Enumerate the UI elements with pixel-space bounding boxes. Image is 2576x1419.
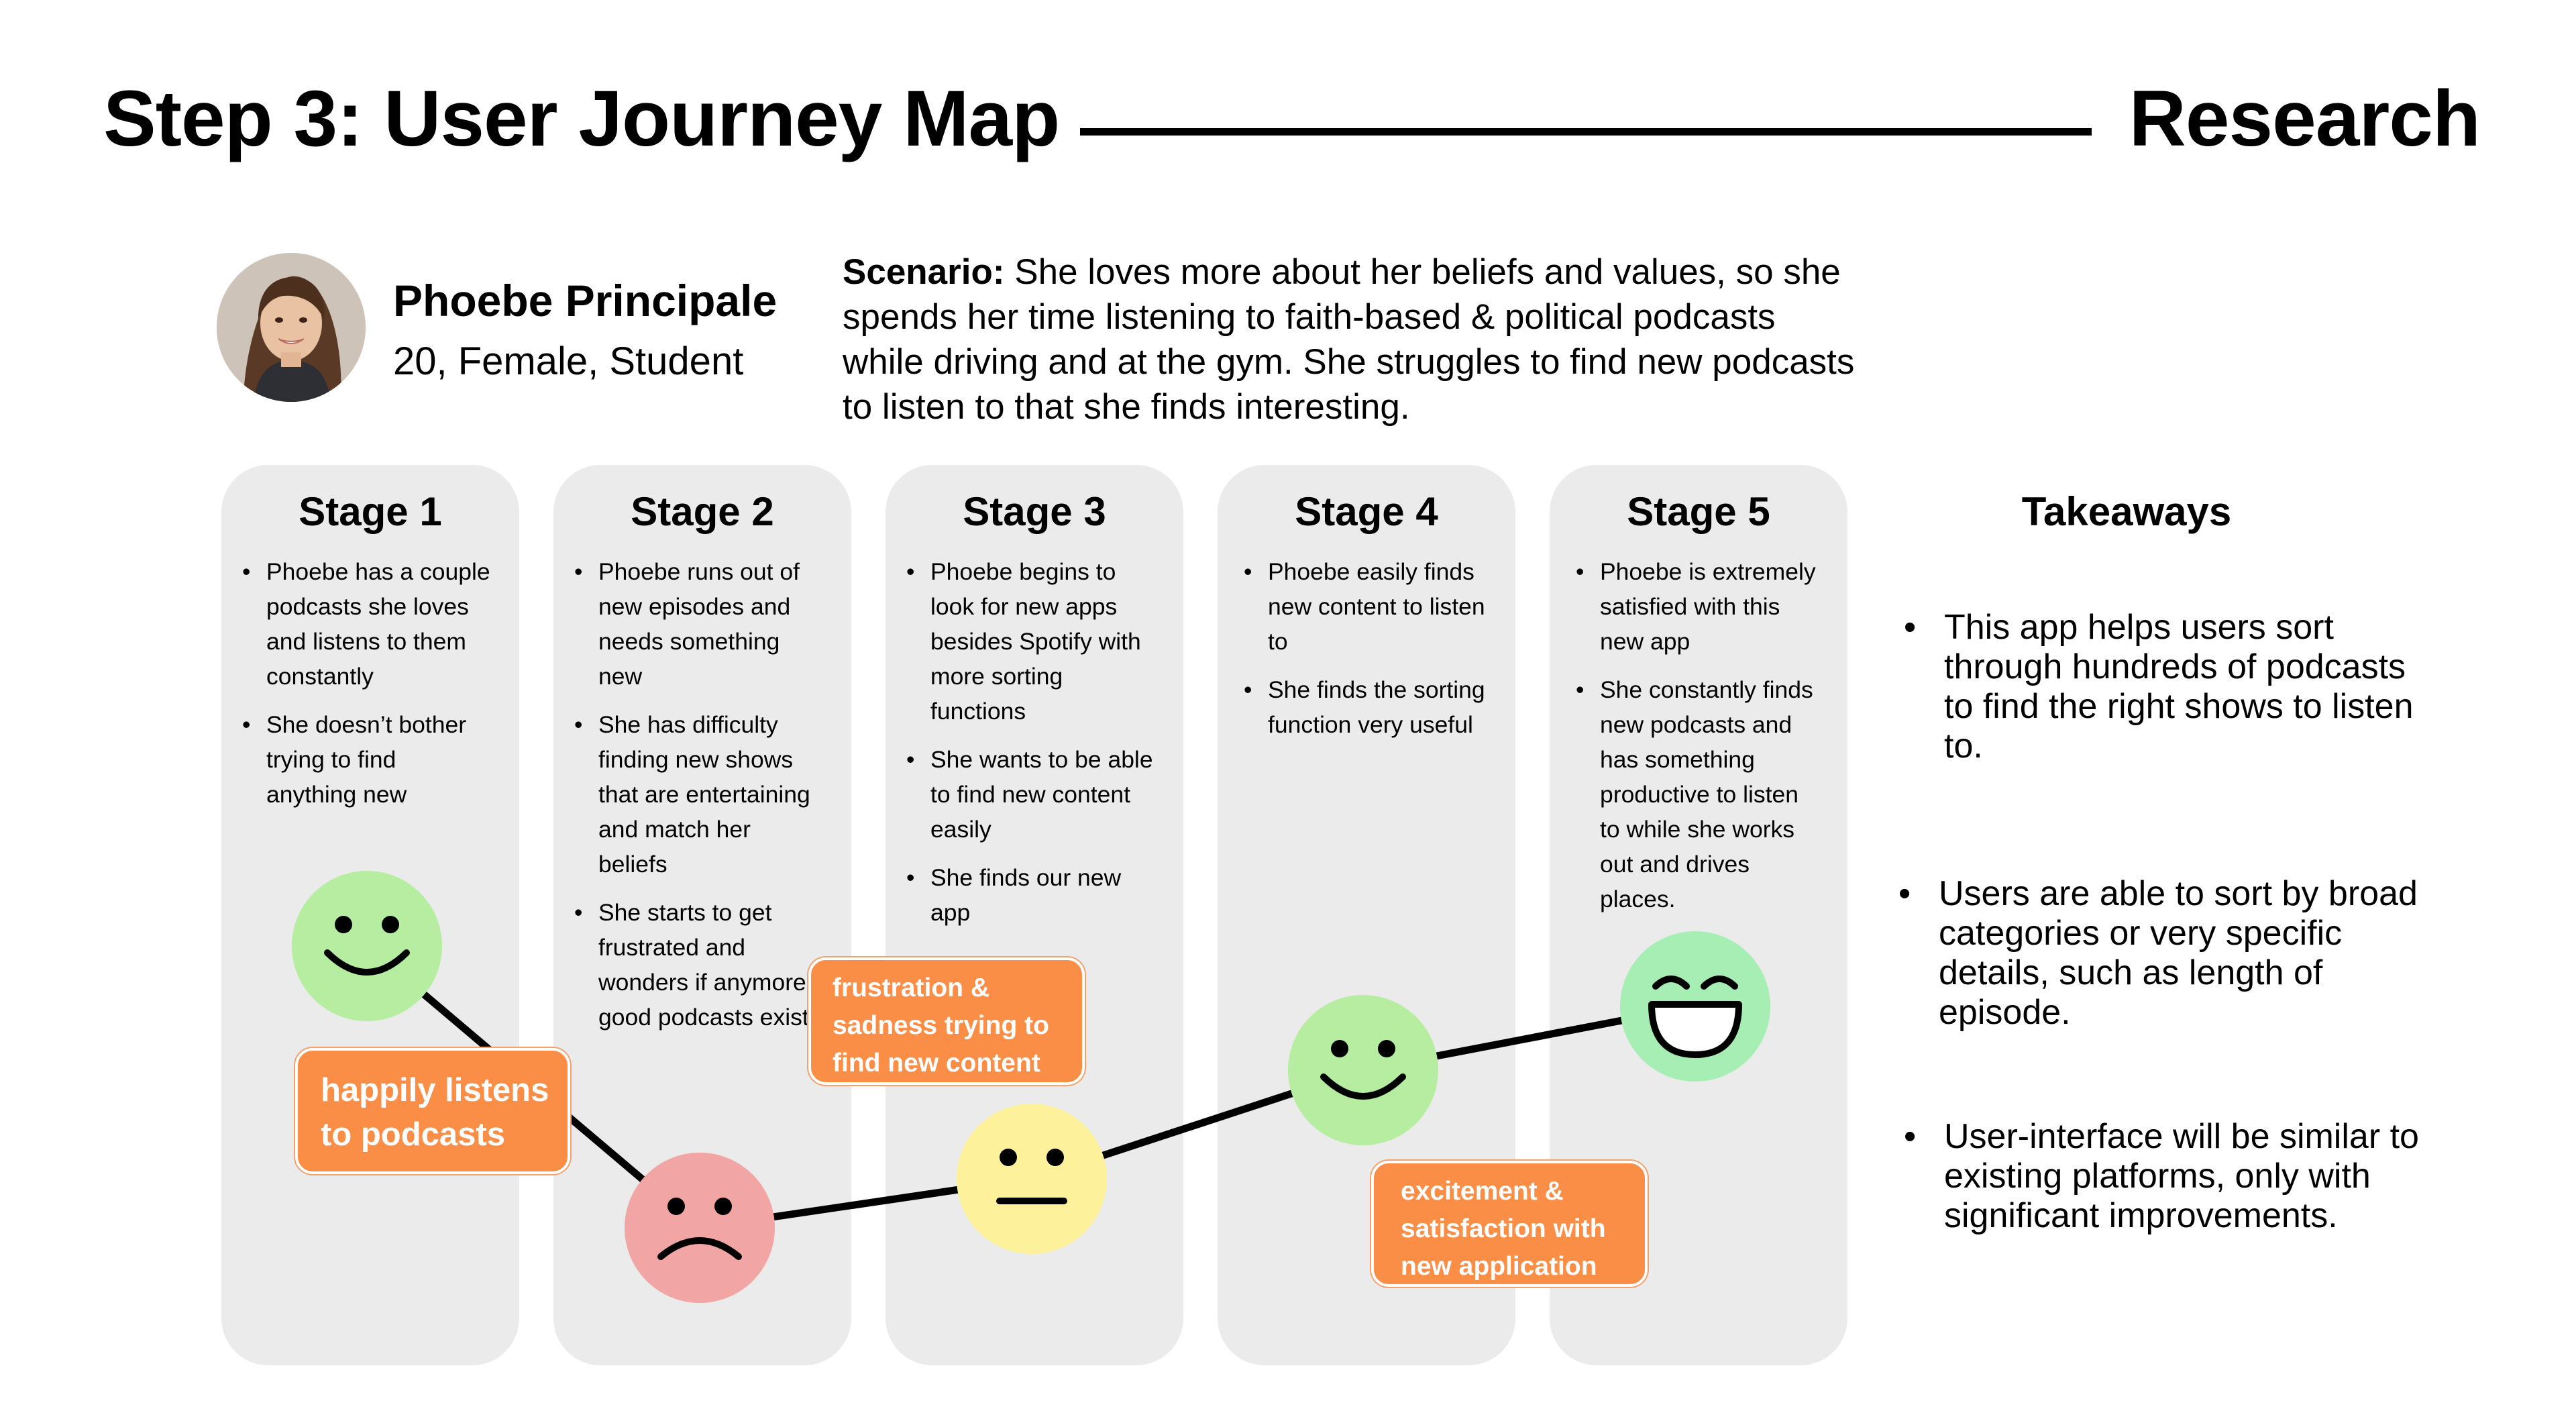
emotion-label-line: satisfaction with	[1401, 1214, 1606, 1243]
emotion-label-line: new application	[1401, 1252, 1597, 1281]
stage-bullet: Phoebe is extremely satisfied with this …	[1576, 554, 1824, 659]
scenario-body: She loves more about her beliefs and val…	[843, 252, 1855, 427]
scenario-label: Scenario:	[843, 252, 1005, 292]
stage-title-1: Stage 1	[299, 489, 442, 534]
stage-1-bullets: Phoebe has a couple podcasts she loves a…	[242, 554, 490, 825]
persona-avatar	[217, 253, 366, 402]
stage-2-bullets: Phoebe runs out of new episodes and need…	[574, 554, 822, 1048]
emotion-label-line: happily listens	[321, 1072, 549, 1108]
takeaways-title: Takeaways	[2021, 489, 2232, 534]
emotion-label-line: sadness trying to	[833, 1011, 1049, 1040]
sad-face-icon	[625, 1153, 775, 1303]
takeaway-item-3: User-interface will be similar to existi…	[1904, 1117, 2427, 1236]
stage-3-bullets: Phoebe begins to look for new apps besid…	[906, 554, 1155, 943]
stage-bullet: She starts to get frustrated and wonders…	[574, 895, 822, 1035]
stage-title-4: Stage 4	[1295, 489, 1438, 534]
emotion-label-line: frustration &	[833, 974, 989, 1002]
stage-title-2: Stage 2	[631, 489, 774, 534]
emotion-label-line: find new content	[833, 1049, 1040, 1078]
stage-bullet: Phoebe has a couple podcasts she loves a…	[242, 554, 490, 694]
stage-bullet: She has difficulty finding new shows tha…	[574, 707, 822, 882]
stage-bullet: She doesn’t bother trying to find anythi…	[242, 707, 490, 812]
stage-bullet: She finds the sorting function very usef…	[1244, 672, 1492, 742]
happy-face-icon	[292, 871, 442, 1021]
stage-bullet: Phoebe easily finds new content to liste…	[1244, 554, 1492, 659]
section-label: Research	[2129, 74, 2481, 163]
delighted-face-icon	[1620, 931, 1770, 1082]
persona-name: Phoebe Principale	[393, 276, 777, 325]
happy-face-icon	[1288, 995, 1438, 1145]
persona-photo-icon	[217, 253, 366, 402]
stage-title-3: Stage 3	[963, 489, 1106, 534]
title-divider-line	[1080, 128, 2092, 136]
scenario-text: Scenario: She loves more about her belie…	[843, 250, 1862, 429]
stage-5-bullets: Phoebe is extremely satisfied with this …	[1576, 554, 1824, 930]
emotion-label-stage-4: excitement & satisfaction with new appli…	[1371, 1161, 1648, 1287]
emotion-label-line: excitement &	[1401, 1177, 1564, 1206]
emotion-label-line: to podcasts	[321, 1116, 505, 1153]
persona-demographics: 20, Female, Student	[393, 339, 744, 383]
stage-bullet: Phoebe begins to look for new apps besid…	[906, 554, 1155, 729]
stage-bullet: She constantly finds new podcasts and ha…	[1576, 672, 1824, 916]
stage-title-5: Stage 5	[1627, 489, 1770, 534]
page-title: Step 3: User Journey Map	[103, 74, 1060, 163]
emotion-label-stage-1: happily listens to podcasts	[295, 1048, 570, 1174]
takeaway-item-2: Users are able to sort by broad categori…	[1898, 874, 2422, 1033]
stage-bullet: She finds our new app	[906, 860, 1155, 930]
takeaway-item-1: This app helps users sort through hundre…	[1904, 608, 2427, 766]
stage-bullet: Phoebe runs out of new episodes and need…	[574, 554, 822, 694]
stage-bullet: She wants to be able to find new content…	[906, 742, 1155, 847]
emotion-label-stage-3: frustration & sadness trying to find new…	[808, 957, 1085, 1085]
neutral-face-icon	[957, 1104, 1107, 1254]
stage-4-bullets: Phoebe easily finds new content to liste…	[1244, 554, 1492, 755]
